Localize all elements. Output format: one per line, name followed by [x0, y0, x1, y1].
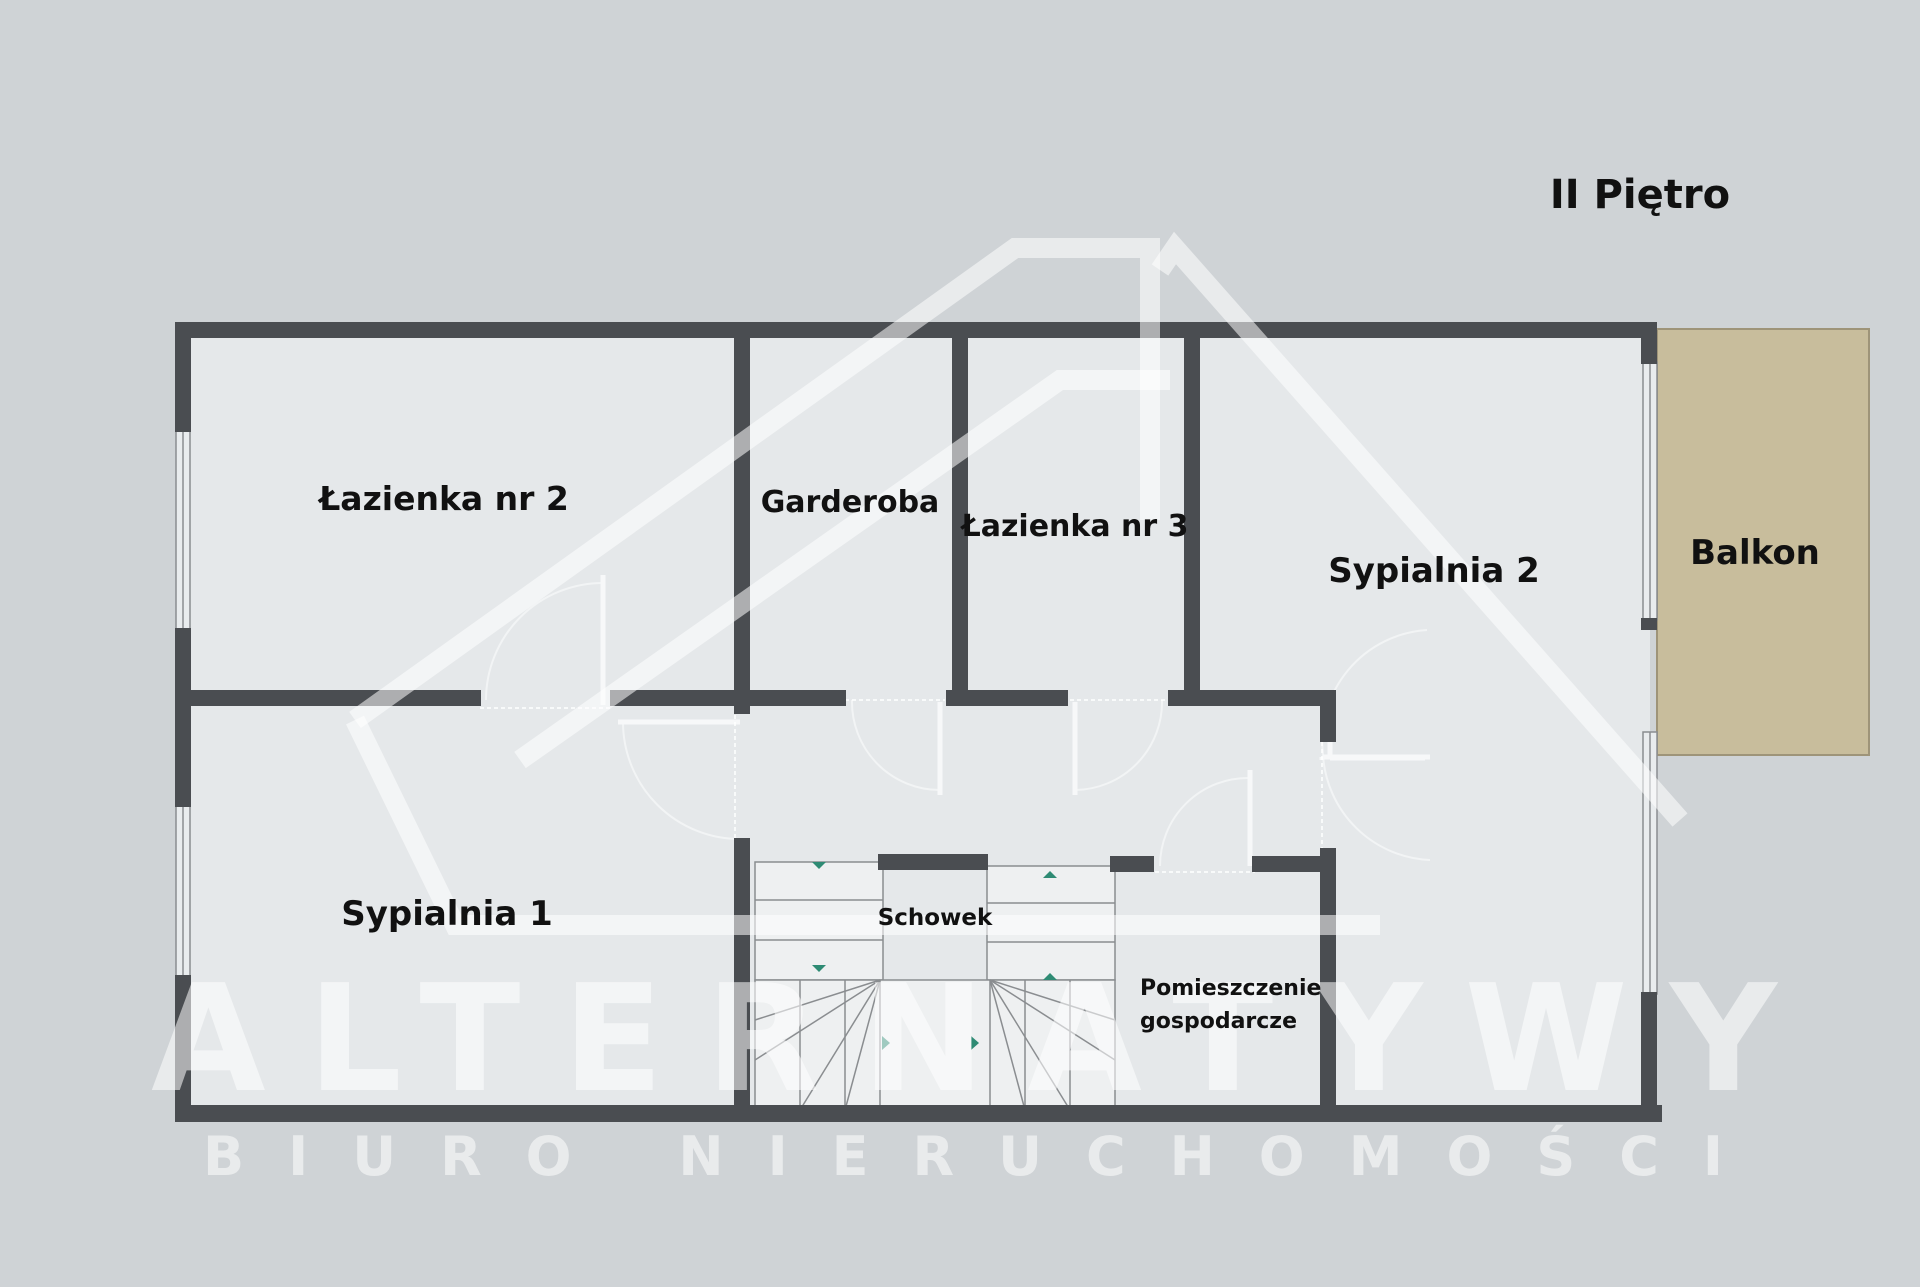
watermark-brand: ALTERNATYWY	[151, 953, 1819, 1125]
house-roof-logo	[346, 231, 1688, 935]
watermark-subtitle: BIURO NIERUCHOMOŚCI	[203, 1125, 1767, 1188]
door-openings	[480, 699, 1323, 873]
balcony-area	[1656, 328, 1870, 756]
room-label-pomieszczenie-line1: Pomieszczenie	[1140, 976, 1321, 1001]
stair-direction-arrows	[812, 862, 1057, 1050]
room-label-balkon: Balkon	[1690, 533, 1820, 573]
room-label-sypialnia-2: Sypialnia 2	[1328, 551, 1540, 591]
door-swings	[485, 575, 1431, 867]
room-label-sypialnia-1: Sypialnia 1	[341, 894, 553, 934]
room-label-garderoba: Garderoba	[761, 485, 940, 520]
room-label-lazienka-3: Łazienka nr 3	[959, 509, 1188, 544]
floor-title: II Piętro	[1550, 172, 1730, 218]
room-label-schowek: Schowek	[878, 905, 993, 931]
room-label-pomieszczenie-line2: gospodarcze	[1140, 1009, 1297, 1034]
room-label-lazienka-2: Łazienka nr 2	[317, 479, 569, 518]
